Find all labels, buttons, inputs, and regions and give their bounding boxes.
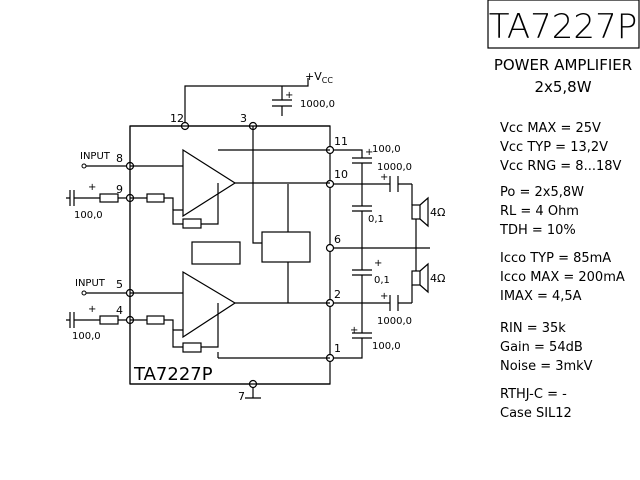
vcc-cap-value: 1000,0: [300, 99, 335, 110]
pin-10-node: [325, 179, 335, 189]
cap-1-plus: +: [350, 325, 358, 336]
amp-2-input-resistor: [146, 315, 165, 325]
speaker-top-cone: [419, 196, 429, 228]
spec-line: RL = 4 Ohm: [500, 204, 579, 219]
ground-symbol: [245, 388, 261, 399]
speaker-bottom-impedance: 4Ω: [430, 272, 445, 285]
speaker-bottom-body: [411, 270, 421, 286]
output-cap-bottom-value: 1000,0: [377, 316, 412, 327]
spec-line: Noise = 3mkV: [500, 359, 593, 374]
speaker-bottom-wires: [411, 248, 417, 303]
amp-2-feedback-resistor: [182, 342, 202, 353]
chip-title: TA7227P: [489, 7, 637, 47]
input-label-top: INPUT: [80, 151, 111, 162]
pin-9-cap: [66, 190, 126, 206]
vcc-wire: [184, 78, 309, 126]
amp-1-input-line: [130, 197, 174, 210]
speaker-bottom: 4Ω: [411, 248, 445, 303]
spec-line: Icco MAX = 200mA: [500, 270, 625, 285]
snubber-top: [352, 184, 372, 248]
output-cap-top-value: 1000,0: [377, 162, 412, 173]
pin-5-label: 5: [116, 278, 123, 291]
pin-9-cap-plus: +: [88, 182, 96, 193]
output-cap-top: [389, 176, 399, 192]
spec-line: RTHJ-C = -: [500, 387, 567, 402]
spec-line: Icco TYP = 85mA: [500, 251, 611, 266]
speaker-top: 4Ω: [411, 184, 445, 248]
amp-2-input-line: [130, 319, 174, 330]
spec-line: TDH = 10%: [499, 223, 576, 238]
spec-line: RIN = 35k: [500, 321, 566, 336]
spec-line: Case SIL12: [500, 406, 572, 421]
pin-9-resistor: [99, 193, 119, 203]
amp-1-input-resistor: [146, 193, 165, 203]
internal-wires: [129, 125, 330, 385]
amplifier-2-triangle: [182, 270, 237, 339]
pin-4-label: 4: [116, 304, 123, 317]
vcc-cap: [272, 86, 292, 116]
pin-12-label: 12: [170, 112, 184, 125]
snubber-top-value: 0,1: [368, 214, 384, 225]
amp-1-feedback-resistor: [182, 218, 202, 229]
vcc-label: +VCC: [305, 70, 333, 85]
vcc-cap-plus: +: [285, 90, 293, 101]
amplifier-2-wires: [130, 292, 330, 348]
pin-8-label: 8: [116, 152, 123, 165]
spec-line: Vcc RNG = 8...18V: [500, 159, 622, 174]
snubber-bottom: [352, 248, 372, 303]
speaker-top-impedance: 4Ω: [430, 206, 445, 219]
pin-4-cap-plus: +: [88, 304, 96, 315]
pin-7-label: 7: [238, 390, 245, 403]
pin-10-label: 10: [334, 168, 348, 181]
bias-block-right: [261, 231, 311, 263]
pin-4-resistor: [99, 315, 119, 325]
chip-label: TA7227P: [133, 364, 213, 385]
pin-1-bootstrap: [334, 303, 372, 359]
amplifier-1-wires: [130, 149, 330, 225]
spec-line: Vcc MAX = 25V: [500, 121, 601, 136]
output-cap-bottom: [389, 295, 399, 311]
pin-2-label: 2: [334, 288, 341, 301]
speaker-top-wires: [411, 184, 417, 248]
pin-4-cap: [66, 312, 126, 328]
pin-11-bootstrap: [334, 149, 372, 184]
cap-1-value: 100,0: [372, 341, 401, 352]
speaker-top-body: [411, 204, 421, 220]
pin-3-wire: [252, 126, 262, 244]
pin-1-label: 1: [334, 342, 341, 355]
pin-3-label: 3: [240, 112, 247, 125]
pin-6-label: 6: [334, 233, 341, 246]
subtitle-power-amplifier: POWER AMPLIFIER: [494, 56, 632, 74]
pin-6-node: [325, 243, 335, 253]
input-terminal-bottom: [81, 290, 87, 296]
output-cap-top-plus: +: [380, 172, 388, 183]
spec-line: IMAX = 4,5A: [500, 289, 582, 304]
pin-9-label: 9: [116, 183, 123, 196]
amplifier-1-triangle: [182, 148, 237, 218]
bias-block-left: [191, 241, 241, 265]
output-cap-bottom-plus: +: [380, 291, 388, 302]
spec-list: Vcc MAX = 25V Vcc TYP = 13,2V Vcc RNG = …: [499, 121, 625, 421]
speaker-bottom-cone: [419, 262, 429, 294]
pin-11-label: 11: [334, 135, 348, 148]
snubber-bottom-value: 0,1: [374, 275, 390, 286]
spec-line: Po = 2x5,8W: [500, 185, 584, 200]
cap-11-value: 100,0: [372, 144, 401, 155]
subtitle-power-rating: 2x5,8W: [534, 78, 591, 96]
input-terminal-top: [81, 163, 87, 169]
input-label-bottom: INPUT: [75, 278, 106, 289]
pin-9-cap-value: 100,0: [74, 210, 103, 221]
spec-line: Gain = 54dB: [500, 340, 583, 355]
pin-4-cap-value: 100,0: [72, 331, 101, 342]
snubber-bottom-plus: +: [374, 258, 382, 269]
title-box: [487, 0, 640, 49]
cap-11-plus: +: [365, 147, 373, 158]
spec-line: Vcc TYP = 13,2V: [500, 140, 608, 155]
